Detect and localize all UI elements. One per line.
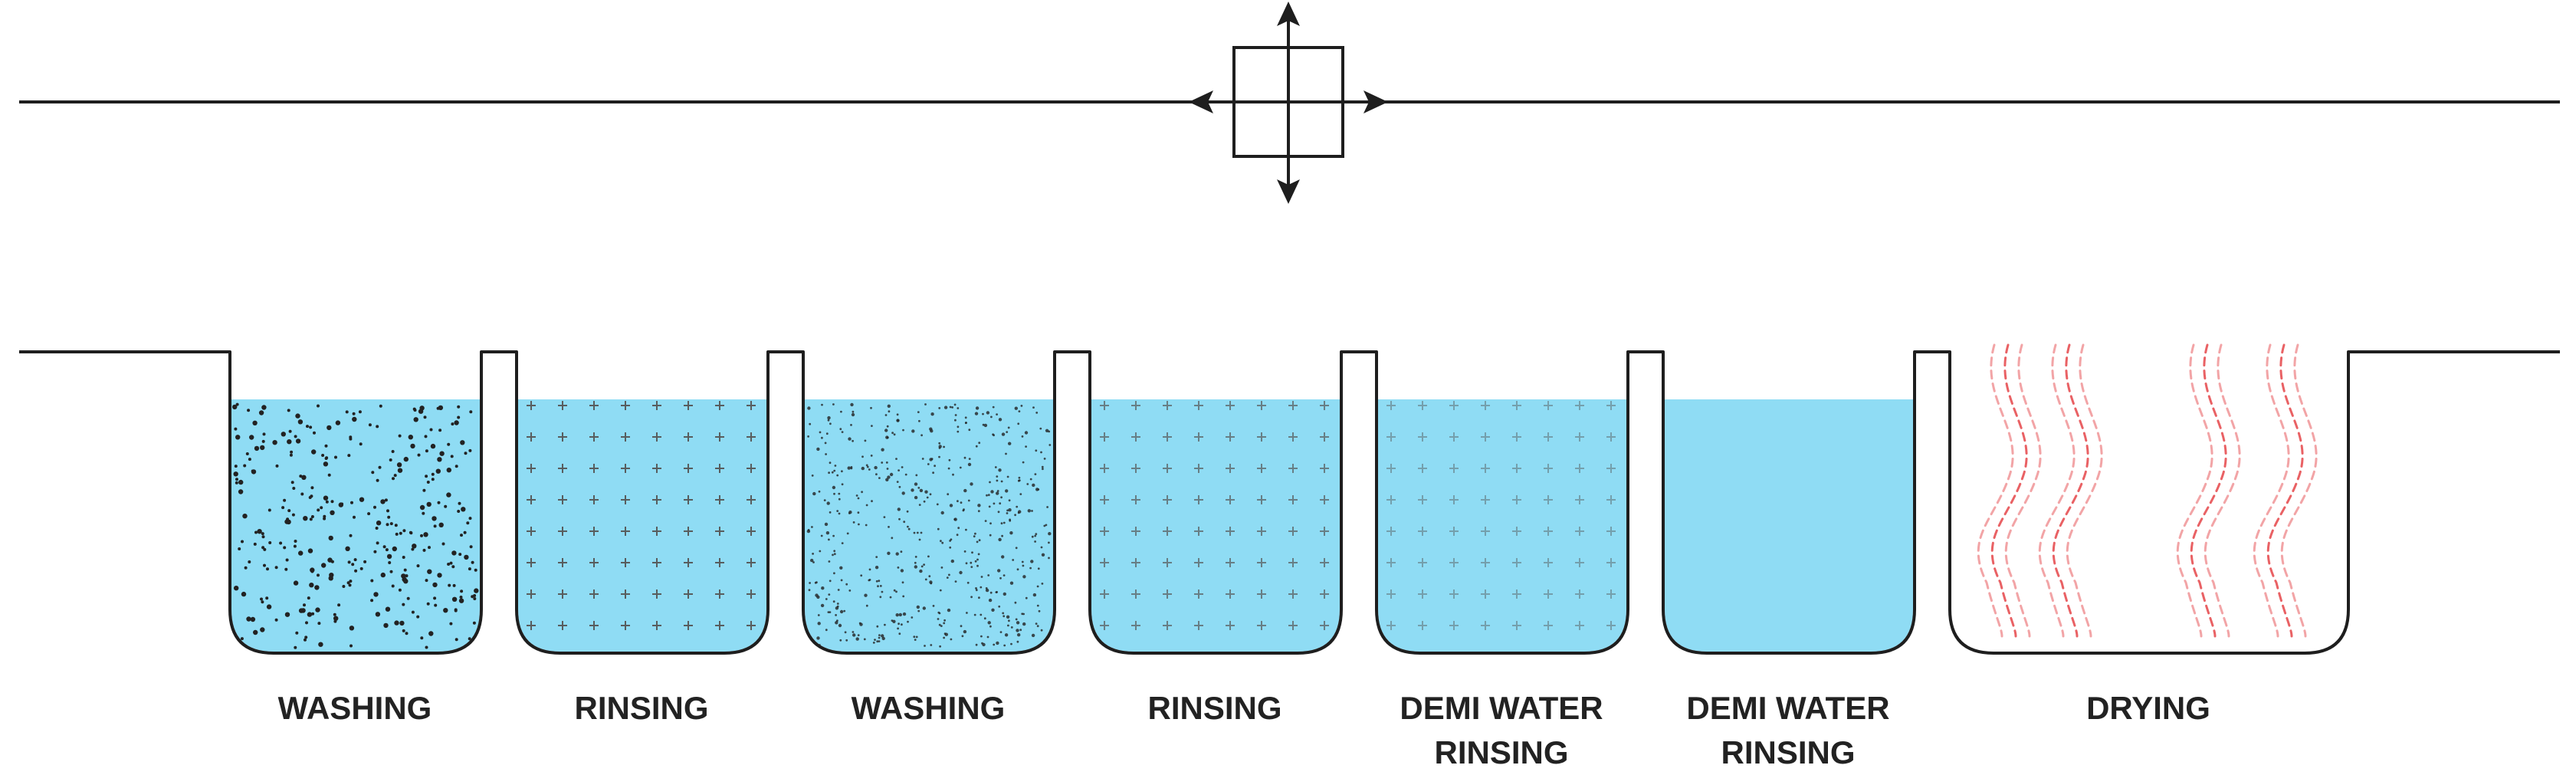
tank-label-washing-2: WASHING [851, 690, 1006, 726]
tank-label-rinsing-1: RINSING [574, 690, 709, 726]
tank-label-drying: DRYING [2086, 690, 2210, 726]
heat-wave-icon [2253, 343, 2318, 638]
texture-rinsing-1 [527, 401, 756, 630]
water-fill-rinsing-1 [518, 399, 766, 652]
water-fill-washing-2 [805, 399, 1053, 652]
liquid-textures [232, 401, 1616, 649]
texture-rinsing-2 [1100, 401, 1329, 630]
tank-line-outline [19, 350, 2560, 655]
liquid-fills [231, 399, 1913, 652]
tank-label-demi-rinsing-1: DEMI WATER RINSING [1400, 690, 1603, 770]
heat-wave-icons [1977, 343, 2318, 638]
heat-wave-icon [2176, 343, 2241, 638]
water-fill-demi-rinsing-2 [1665, 399, 1913, 652]
texture-washing-1 [232, 402, 479, 649]
four-way-arrow-move-icon [1189, 2, 1388, 204]
water-fill-rinsing-2 [1091, 399, 1340, 652]
texture-demi-rinsing-1 [1386, 401, 1616, 630]
tank-label-demi-rinsing-2: DEMI WATER RINSING [1686, 690, 1890, 770]
water-fill-washing-1 [231, 399, 480, 652]
tank-label-washing-1: WASHING [277, 690, 432, 726]
tank-label-rinsing-2: RINSING [1147, 690, 1282, 726]
texture-washing-2 [806, 402, 1052, 648]
heat-wave-icon [1977, 343, 2042, 638]
water-fill-demi-rinsing-1 [1378, 399, 1626, 652]
heat-wave-icon [2038, 343, 2103, 638]
